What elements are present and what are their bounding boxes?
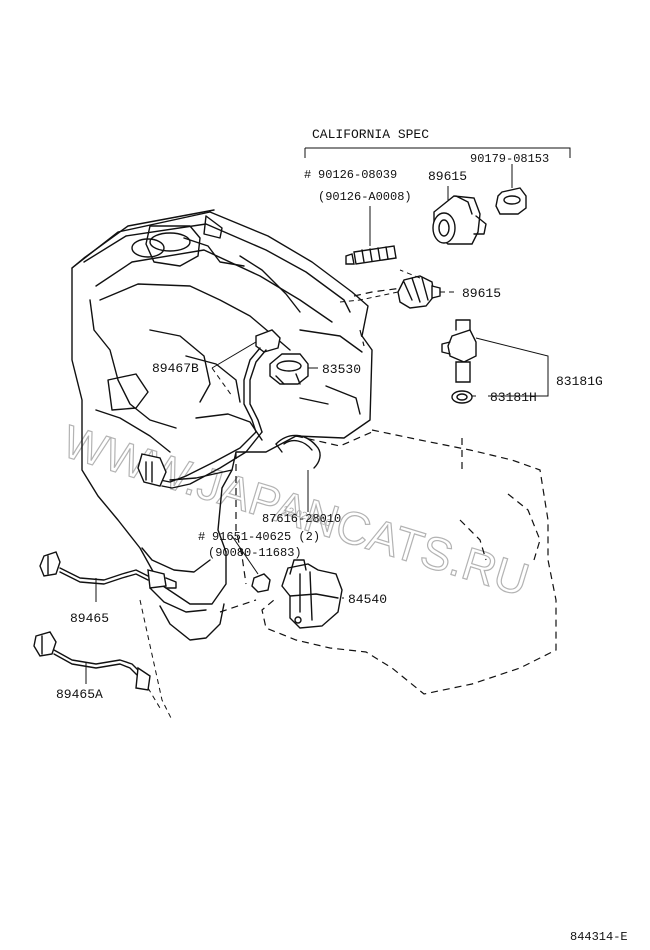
knock-sensor-california (432, 195, 487, 245)
cam-sensor-harness (137, 329, 281, 489)
label-87616-28010: 87616-28010 (262, 512, 341, 526)
o-ring (451, 390, 473, 404)
label-89465: 89465 (70, 611, 109, 626)
label-90179-08153: 90179-08153 (470, 152, 549, 166)
label-90126-08039: 90126-08039 (318, 168, 397, 182)
leader-lines (85, 164, 549, 721)
label-89467b: 89467B (152, 361, 199, 376)
label-83530: 83530 (322, 362, 361, 377)
label-90126-a0008: (90126-A0008) (318, 190, 412, 204)
bolt-91651 (251, 573, 271, 593)
collar-90179 (495, 187, 527, 215)
neutral-switch (281, 559, 343, 629)
label-89465a: 89465A (56, 687, 103, 702)
oxygen-sensor-a (33, 631, 151, 691)
hash-mark-90126: # (304, 168, 311, 182)
figure-code: 844314-E (570, 930, 628, 944)
knock-sensor (397, 275, 441, 309)
label-83181h: 83181H (490, 390, 537, 405)
hash-mark-91651: # (198, 530, 205, 544)
bolt-90126 (345, 245, 397, 265)
label-84540: 84540 (348, 592, 387, 607)
oil-pressure-switch (269, 353, 309, 385)
california-bracket (304, 147, 571, 158)
transaxle-outline (219, 287, 557, 695)
california-spec-header: CALIFORNIA SPEC (312, 127, 429, 142)
oxygen-sensor (39, 551, 177, 589)
label-83181g: 83181G (556, 374, 603, 389)
label-89615: 89615 (462, 286, 501, 301)
speed-sensor (441, 319, 477, 383)
label-91651-40625: 91651-40625 (2) (212, 530, 320, 544)
label-90080-11683: (90080-11683) (208, 546, 302, 560)
harness-clamp (275, 434, 321, 469)
label-89615-california: 89615 (428, 169, 467, 184)
